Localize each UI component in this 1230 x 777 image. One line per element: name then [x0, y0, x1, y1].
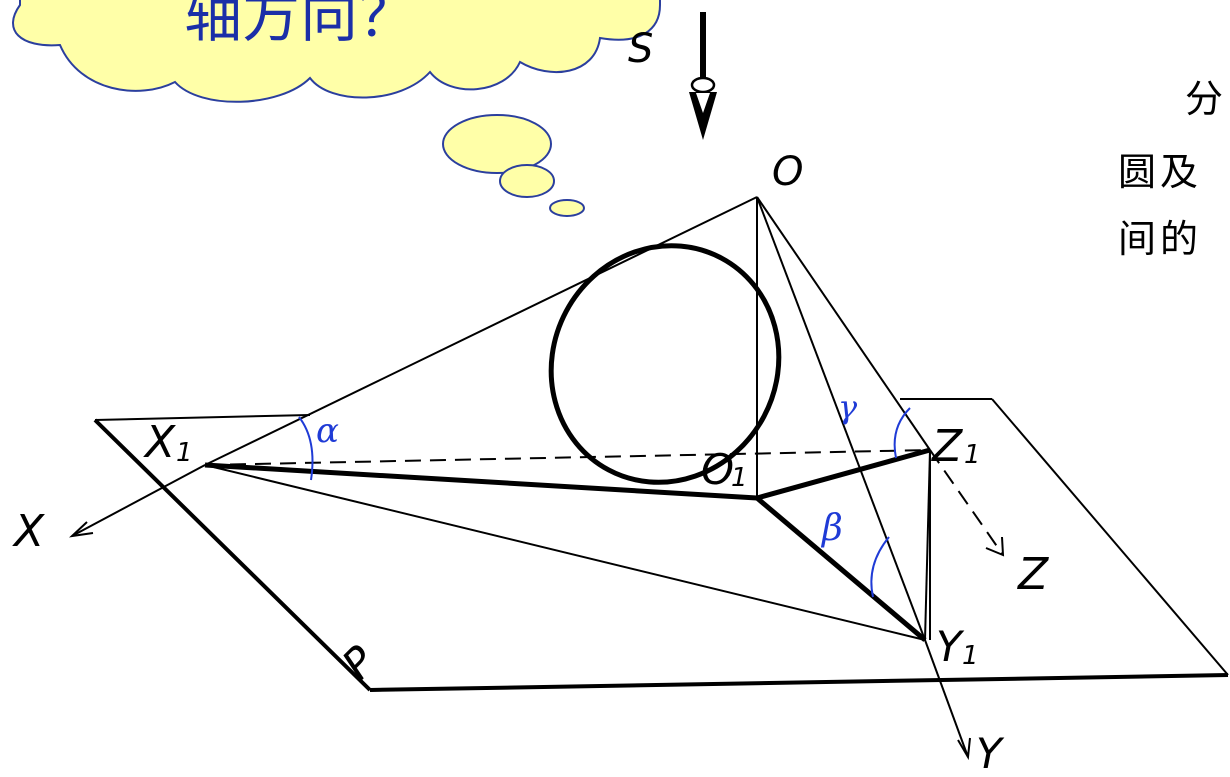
label-z-axis: Z — [1017, 549, 1049, 600]
label-gamma: γ — [838, 388, 858, 426]
beta-arc — [870, 536, 890, 598]
cloud-bubble-medium — [499, 164, 555, 198]
label-z1: Z — [931, 421, 963, 472]
projection-plane-p — [93, 398, 1229, 692]
label-o: O — [772, 149, 803, 195]
space-axes — [68, 449, 1005, 761]
label-alpha: α — [316, 411, 339, 451]
cloud-bubble-large — [442, 114, 552, 174]
axis-frame — [204, 196, 931, 642]
label-o1-sub: 1 — [731, 463, 748, 493]
side-text-line-3: 间的 — [1118, 217, 1202, 261]
thought-cloud: 轴方向？ — [12, 0, 661, 217]
label-y1-sub: 1 — [962, 641, 979, 671]
label-x1-sub: 1 — [176, 438, 193, 468]
label-plane-p: P — [332, 636, 385, 689]
cloud-question-text: 轴方向？ — [184, 0, 416, 50]
label-y1: Y — [936, 622, 965, 671]
angle-arcs — [298, 407, 911, 598]
label-z1-sub: 1 — [964, 440, 981, 470]
side-text-line-1: 分 — [1185, 77, 1227, 121]
label-y-axis: Y — [976, 729, 1005, 777]
cloud-bubble-small — [549, 199, 585, 217]
label-s: S — [628, 26, 653, 72]
projection-direction-arrow — [689, 12, 717, 140]
gamma-arc — [893, 407, 911, 459]
label-x-axis: X — [12, 506, 45, 557]
alpha-arc — [298, 416, 314, 481]
label-x1: X — [143, 417, 176, 468]
label-beta: β — [820, 508, 843, 549]
label-o1: O — [701, 445, 734, 494]
cloud-shape — [12, 0, 661, 103]
side-text-line-2: 圆及 — [1118, 150, 1202, 194]
